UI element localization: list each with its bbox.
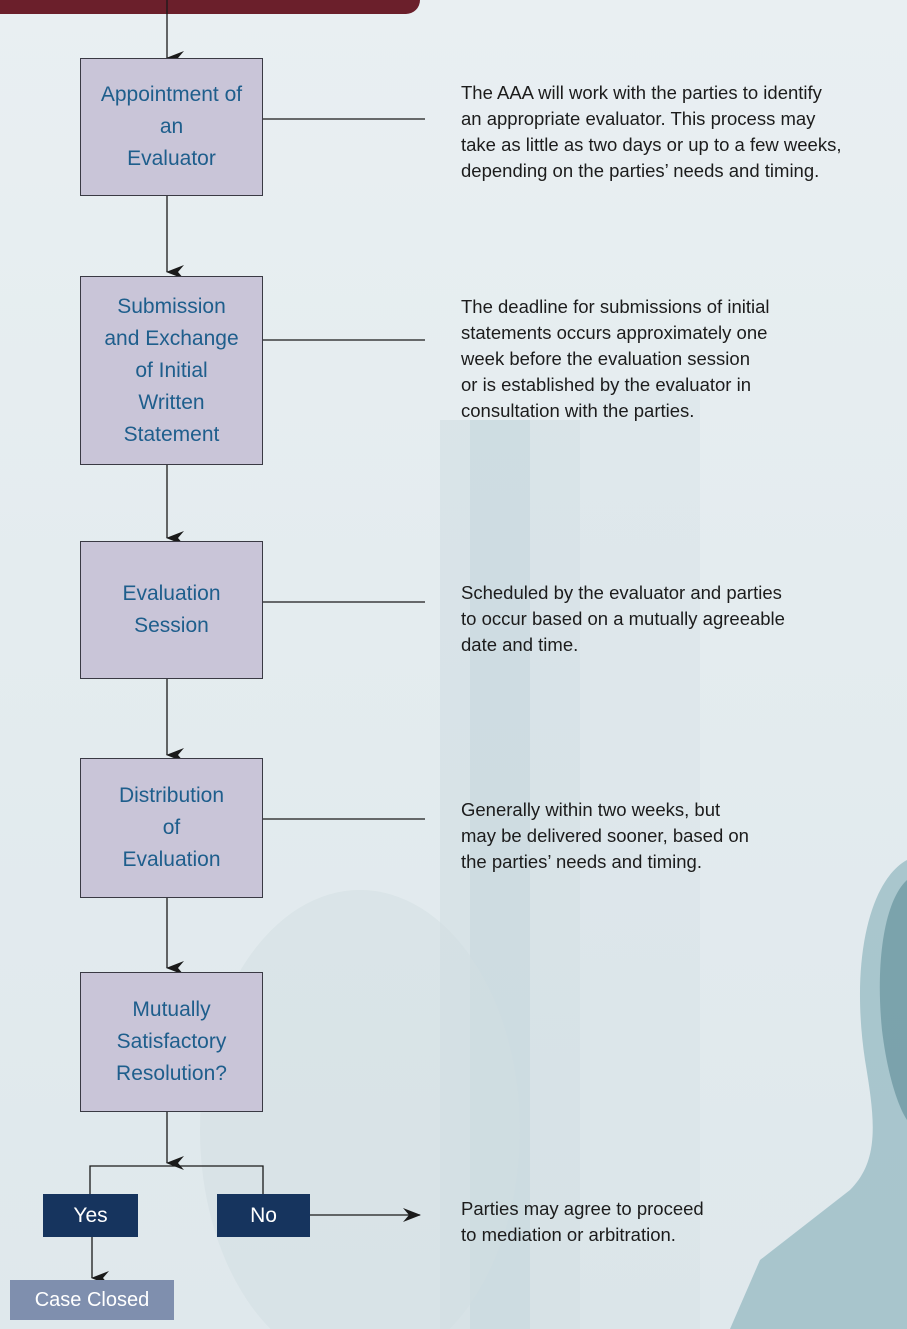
yes-box: Yes (43, 1194, 138, 1237)
stage-appointment-label: Appointment of an Evaluator (100, 83, 243, 170)
case-closed-label: Case Closed (34, 1288, 150, 1311)
stage-resolution-box: Mutually Satisfactory Resolution? (80, 972, 263, 1112)
split-line (89, 1165, 264, 1194)
description-no: Parties may agree to proceed to mediatio… (461, 1198, 704, 1245)
no-label: No (250, 1203, 277, 1227)
case-closed-box: Case Closed (10, 1280, 174, 1320)
no-box: No (217, 1194, 310, 1237)
description-distribution: Generally within two weeks, but may be d… (461, 799, 749, 872)
description-appointment: The AAA will work with the parties to id… (461, 82, 842, 181)
stage-distribution-box: Distribution of Evaluation (80, 758, 263, 898)
stage-resolution-label: Mutually Satisfactory Resolution? (116, 998, 227, 1085)
yes-label: Yes (73, 1203, 108, 1227)
stage-appointment-box: Appointment of an Evaluator (80, 58, 263, 196)
header-bar (0, 0, 420, 14)
stage-submission-label: Submission and Exchange of Initial Writt… (104, 294, 239, 446)
description-session: Scheduled by the evaluator and parties t… (461, 582, 785, 655)
stage-session-box: Evaluation Session (80, 541, 263, 679)
stage-submission-box: Submission and Exchange of Initial Writt… (80, 276, 263, 465)
stage-session-label: Evaluation Session (122, 582, 221, 637)
stage-distribution-label: Distribution of Evaluation (118, 784, 225, 871)
description-submission: The deadline for submissions of initial … (461, 296, 770, 421)
